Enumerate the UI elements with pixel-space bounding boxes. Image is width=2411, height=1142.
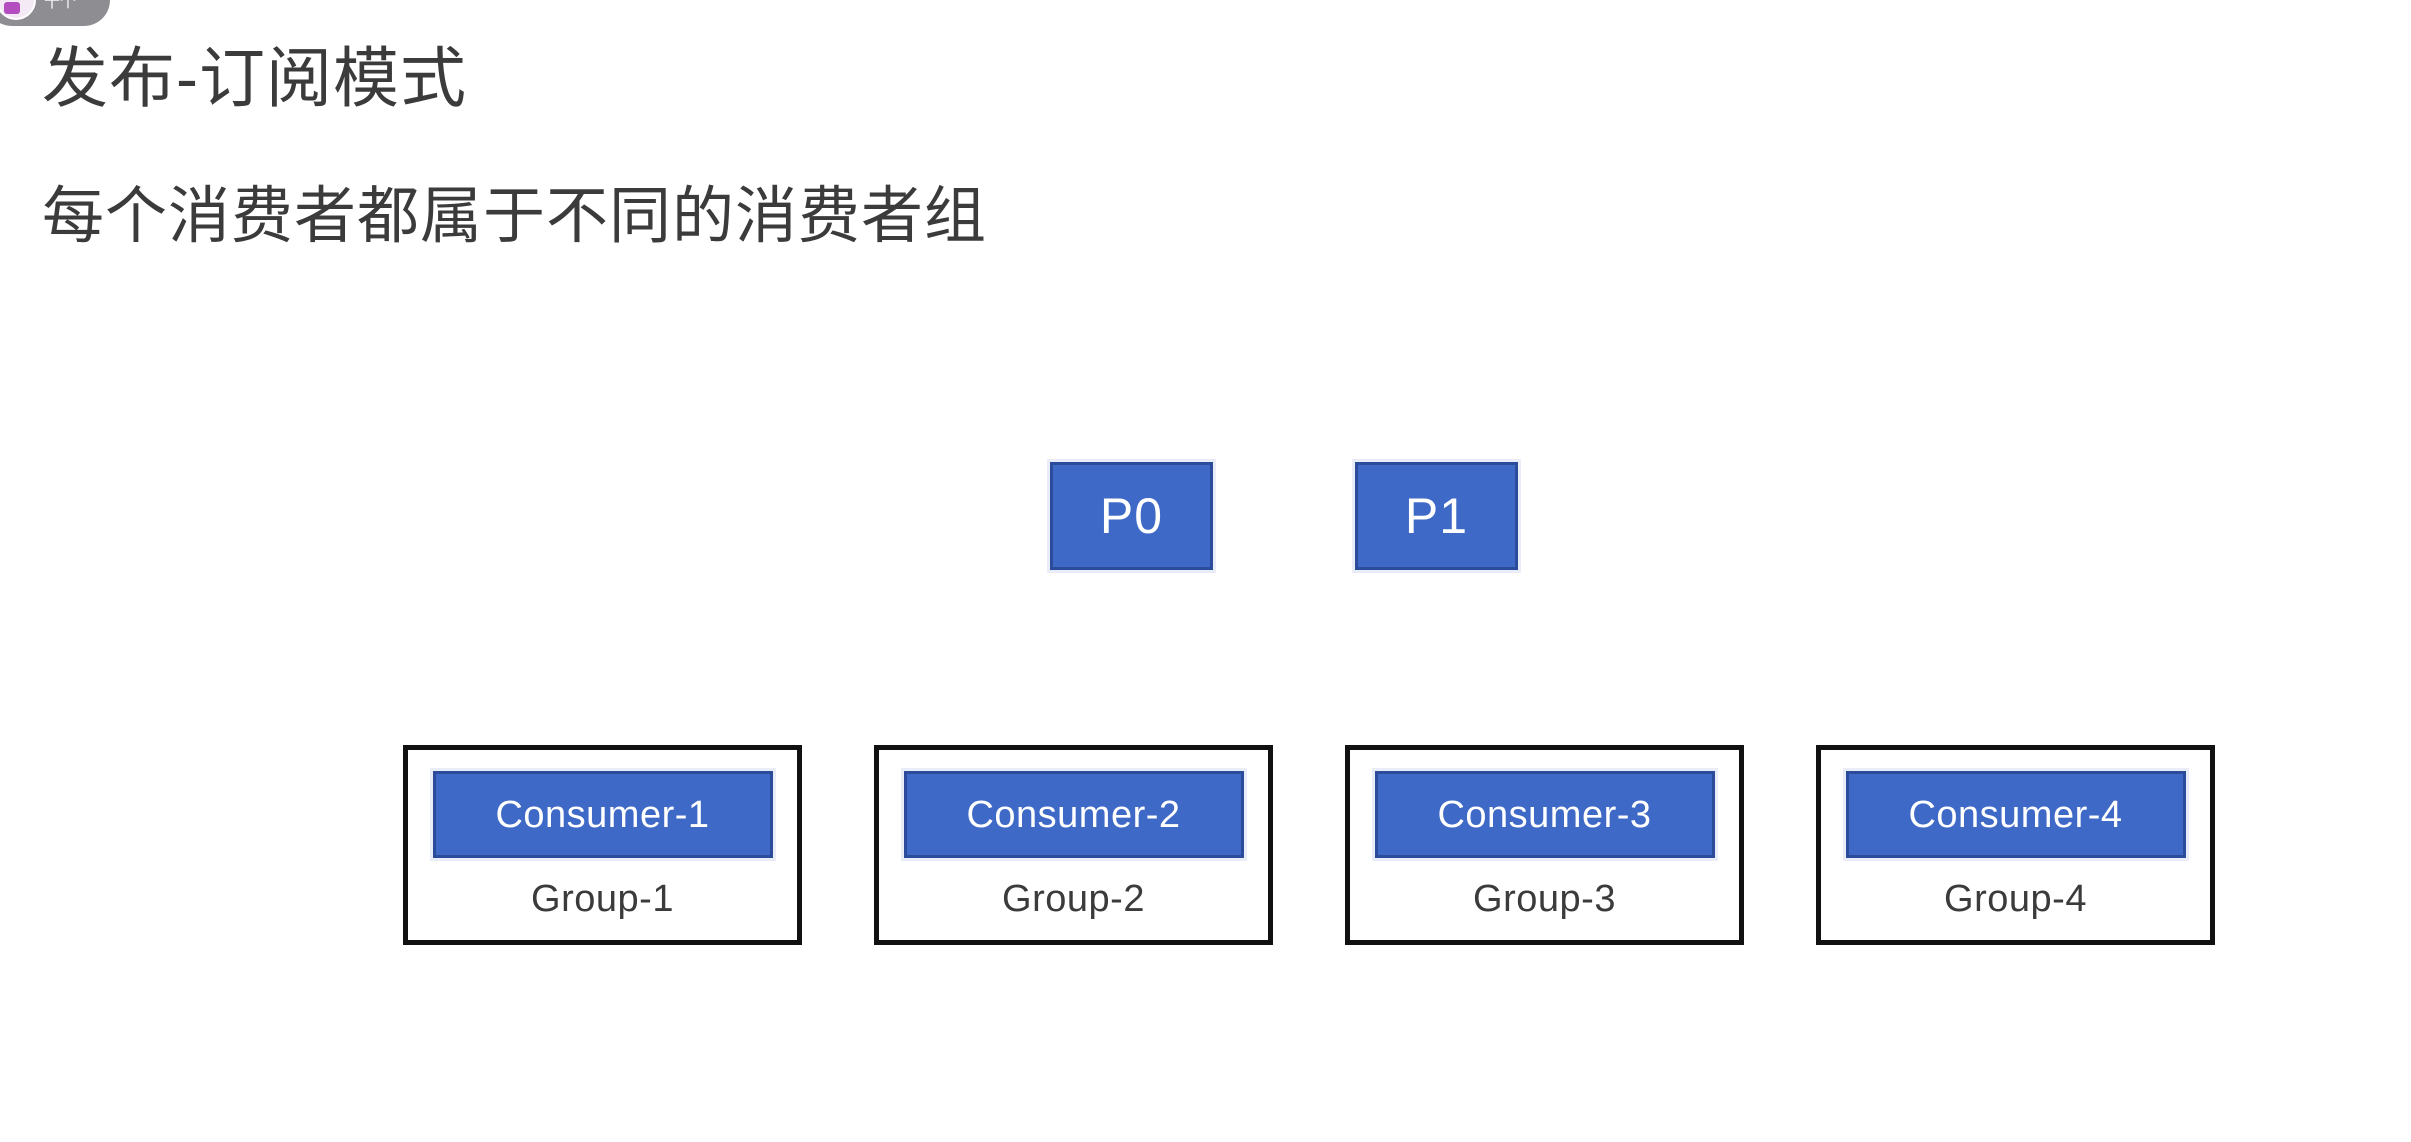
consumer-box-1: Consumer-1 [432, 771, 773, 858]
consumer-group-3: Consumer-3 Group-3 [1345, 745, 1744, 945]
overlay-chip-label: 十个 [44, 0, 77, 11]
consumer-label: Consumer-3 [1437, 793, 1652, 836]
avatar-icon [0, 0, 36, 20]
overlay-chip[interactable]: 十个 [0, 0, 110, 26]
page-subtitle: 每个消费者都属于不同的消费者组 [42, 181, 988, 251]
partition-box-p0: P0 [1050, 462, 1213, 570]
consumer-group-1: Consumer-1 Group-1 [403, 745, 802, 945]
consumer-box-3: Consumer-3 [1374, 771, 1715, 858]
consumer-box-4: Consumer-4 [1845, 771, 2186, 858]
consumer-group-4: Consumer-4 Group-4 [1816, 745, 2215, 945]
consumer-box-2: Consumer-2 [903, 771, 1244, 858]
consumer-label: Consumer-2 [966, 793, 1181, 836]
consumer-groups-row: Consumer-1 Group-1 Consumer-2 Group-2 Co… [403, 745, 2215, 945]
partition-label: P1 [1404, 488, 1469, 544]
group-label: Group-4 [1944, 878, 2087, 920]
partition-box-p1: P1 [1355, 462, 1518, 570]
group-label: Group-1 [531, 878, 674, 920]
group-label: Group-3 [1473, 878, 1616, 920]
consumer-label: Consumer-4 [1908, 793, 2123, 836]
heading-block: 发布-订阅模式 每个消费者都属于不同的消费者组 [42, 40, 987, 253]
partition-row: P0 P1 [1050, 462, 1518, 570]
consumer-group-2: Consumer-2 Group-2 [874, 745, 1273, 945]
page-title: 发布-订阅模式 [42, 41, 467, 115]
group-label: Group-2 [1002, 878, 1145, 920]
partition-label: P0 [1099, 488, 1164, 544]
consumer-label: Consumer-1 [495, 793, 710, 836]
